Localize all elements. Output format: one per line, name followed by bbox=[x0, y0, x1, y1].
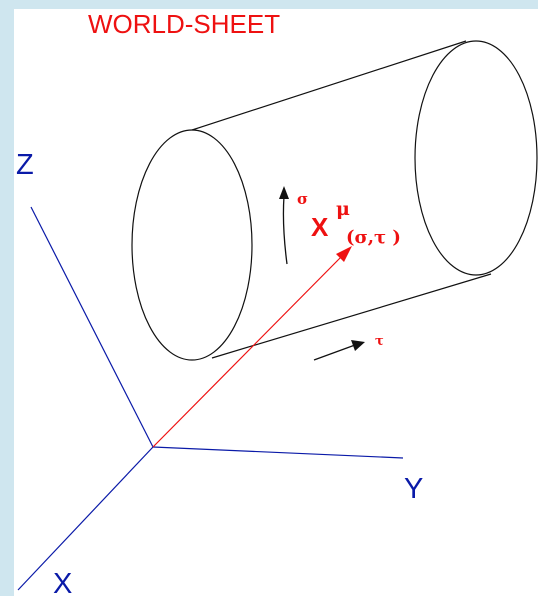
position-vector-line bbox=[152, 254, 344, 448]
position-vector-arrowhead bbox=[336, 246, 352, 262]
cylinder-front-ellipse bbox=[131, 129, 253, 361]
cylinder-bottom-edge bbox=[211, 273, 492, 359]
diagram-title: WORLD-SHEET bbox=[88, 9, 280, 39]
z-axis-label: Z bbox=[16, 149, 34, 181]
sigma-arrow-line bbox=[282, 195, 288, 265]
sigma-arrow-label: σ bbox=[297, 190, 308, 208]
y-axis-line bbox=[152, 446, 404, 459]
diagram-panel bbox=[14, 9, 538, 596]
position-label-arguments: (σ,τ ) bbox=[346, 227, 401, 248]
cylinder-back-ellipse bbox=[414, 40, 538, 276]
tau-arrow-label: τ bbox=[375, 334, 384, 349]
sigma-arrowhead bbox=[279, 186, 289, 199]
y-axis-label: Y bbox=[404, 473, 423, 505]
tau-arrowhead bbox=[351, 340, 365, 351]
position-label-superscript: μ bbox=[336, 198, 350, 220]
position-label-x: X bbox=[311, 212, 329, 242]
x-axis-label: X bbox=[53, 568, 72, 596]
z-axis-line bbox=[30, 206, 154, 448]
tau-arrow-line bbox=[313, 344, 356, 361]
x-axis-line bbox=[17, 446, 154, 591]
cylinder-top-edge bbox=[191, 40, 467, 131]
